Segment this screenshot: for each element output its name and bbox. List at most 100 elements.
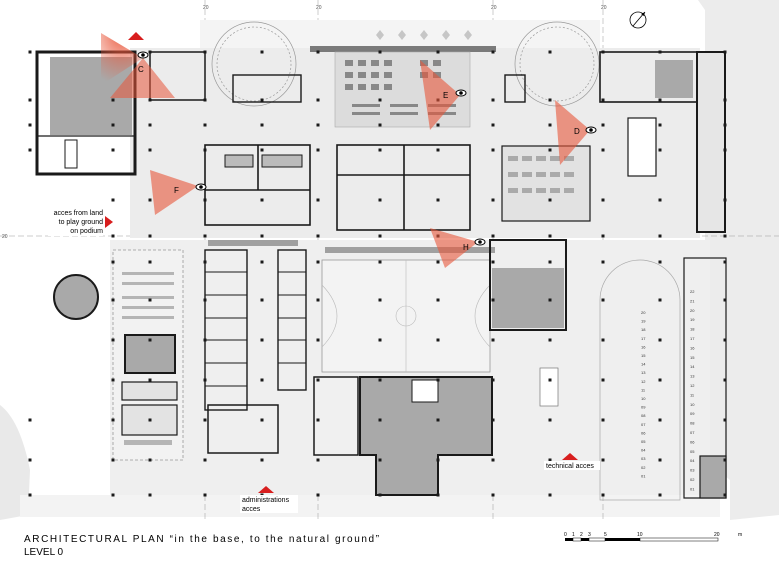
column bbox=[111, 234, 115, 238]
column bbox=[491, 50, 495, 54]
left-class-blocks bbox=[112, 249, 307, 461]
column bbox=[28, 50, 32, 54]
parking-number: 01 bbox=[690, 486, 695, 491]
column bbox=[436, 260, 440, 264]
column bbox=[148, 493, 152, 497]
column bbox=[111, 298, 115, 302]
north-arrow-icon bbox=[629, 11, 647, 29]
view-label: D bbox=[574, 127, 580, 136]
column bbox=[111, 338, 115, 342]
access-arrow-icon bbox=[128, 32, 144, 40]
column bbox=[436, 493, 440, 497]
right-wing bbox=[501, 51, 726, 233]
column bbox=[436, 458, 440, 462]
parking-number: 17 bbox=[690, 336, 695, 341]
column bbox=[378, 123, 382, 127]
parking-number: 03 bbox=[690, 468, 695, 473]
column bbox=[601, 298, 605, 302]
parking-number: 13 bbox=[690, 374, 695, 379]
column bbox=[148, 234, 152, 238]
column bbox=[491, 98, 495, 102]
column bbox=[260, 50, 264, 54]
column bbox=[436, 418, 440, 422]
column bbox=[723, 458, 727, 462]
parking-number: 19 bbox=[690, 317, 695, 322]
parking-number: 10 bbox=[641, 396, 646, 401]
eye-icon bbox=[137, 51, 149, 59]
column bbox=[378, 378, 382, 382]
parking-area bbox=[539, 257, 727, 501]
column bbox=[658, 338, 662, 342]
column bbox=[658, 378, 662, 382]
column bbox=[260, 418, 264, 422]
annotation-bg bbox=[544, 461, 600, 470]
column bbox=[491, 234, 495, 238]
column bbox=[260, 338, 264, 342]
column bbox=[316, 98, 320, 102]
column bbox=[658, 298, 662, 302]
access-land-label: on podium bbox=[70, 228, 103, 235]
round-pavilion bbox=[53, 274, 99, 320]
view-cones bbox=[101, 33, 590, 268]
parking-number: 06 bbox=[690, 439, 695, 444]
column bbox=[723, 378, 727, 382]
view-label: E bbox=[443, 91, 448, 100]
plan-title: ARCHITECTURAL PLAN “in the base, to the … bbox=[24, 534, 381, 545]
parking-number: 05 bbox=[690, 449, 695, 454]
grid-label: 20 bbox=[203, 5, 209, 11]
column bbox=[260, 234, 264, 238]
column bbox=[316, 123, 320, 127]
column bbox=[723, 198, 727, 202]
access-arrow-icon bbox=[258, 486, 274, 493]
column bbox=[436, 338, 440, 342]
column bbox=[260, 98, 264, 102]
sports-hall bbox=[321, 259, 491, 373]
scale-bar bbox=[565, 537, 719, 542]
column bbox=[316, 50, 320, 54]
parking-number: 17 bbox=[641, 336, 646, 341]
column bbox=[316, 378, 320, 382]
column bbox=[548, 493, 552, 497]
column bbox=[111, 458, 115, 462]
column bbox=[601, 234, 605, 238]
parking-number: 19 bbox=[641, 319, 646, 324]
column bbox=[148, 260, 152, 264]
column bbox=[28, 493, 32, 497]
column bbox=[436, 378, 440, 382]
column bbox=[203, 198, 207, 202]
column bbox=[148, 338, 152, 342]
parking-number: 11 bbox=[690, 392, 695, 397]
scale-tick: 20 bbox=[714, 532, 720, 538]
column bbox=[111, 260, 115, 264]
column bbox=[378, 260, 382, 264]
column bbox=[548, 260, 552, 264]
column bbox=[378, 298, 382, 302]
column bbox=[148, 198, 152, 202]
access-land-label: acces from land bbox=[54, 210, 104, 217]
parking-number: 05 bbox=[641, 439, 646, 444]
column bbox=[658, 493, 662, 497]
parking-number: 09 bbox=[690, 411, 695, 416]
column bbox=[548, 298, 552, 302]
column bbox=[491, 260, 495, 264]
admin-access-label: administrations bbox=[242, 497, 290, 504]
column bbox=[658, 198, 662, 202]
column bbox=[723, 234, 727, 238]
annotation-bg bbox=[48, 206, 103, 236]
column bbox=[378, 50, 382, 54]
column bbox=[148, 298, 152, 302]
parking-number: 18 bbox=[641, 327, 646, 332]
column bbox=[436, 148, 440, 152]
column bbox=[260, 198, 264, 202]
column bbox=[601, 98, 605, 102]
parking-number: 20 bbox=[641, 310, 646, 315]
view-label: C bbox=[138, 65, 144, 74]
parking-number: 12 bbox=[641, 379, 646, 384]
parking-number: 06 bbox=[641, 430, 646, 435]
column bbox=[548, 418, 552, 422]
access-arrow-icon bbox=[562, 453, 578, 460]
column bbox=[436, 198, 440, 202]
column bbox=[601, 493, 605, 497]
column bbox=[378, 418, 382, 422]
